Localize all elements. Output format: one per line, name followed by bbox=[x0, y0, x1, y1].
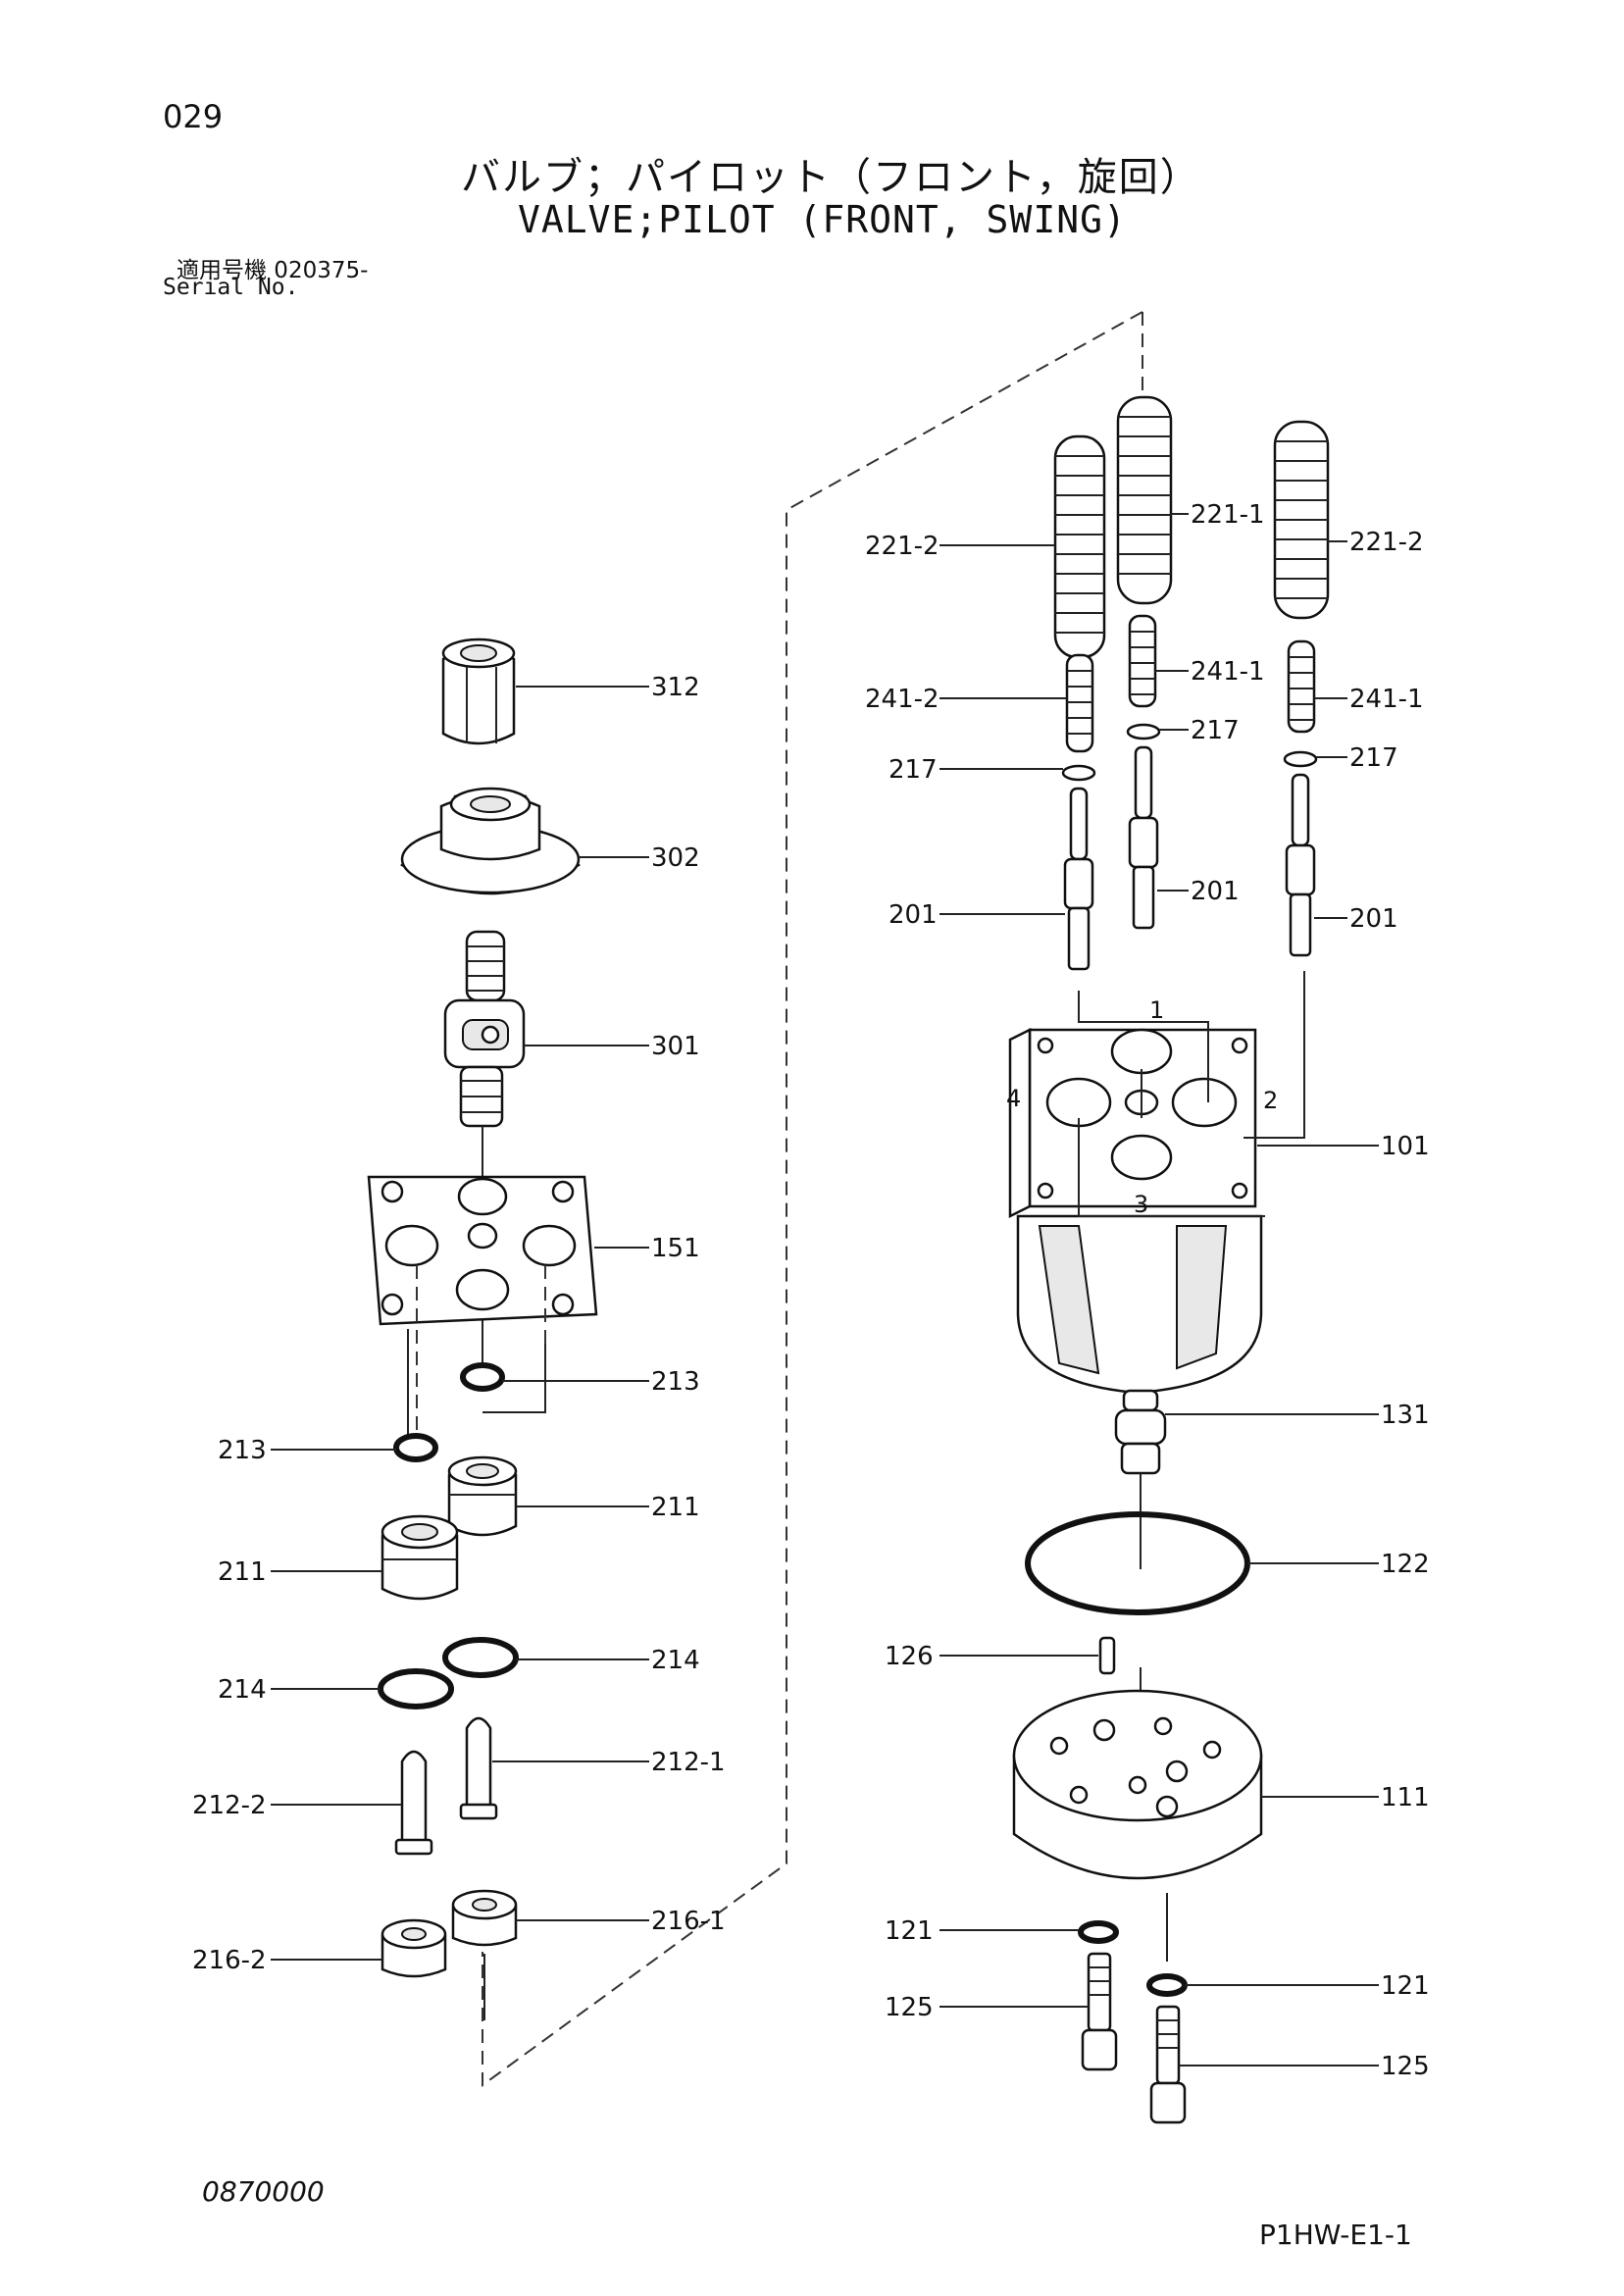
callout-214: 214 bbox=[651, 1646, 700, 1675]
callout-213: 213 bbox=[651, 1367, 700, 1397]
callout-241-1: 241-1 bbox=[1191, 657, 1265, 687]
callout-211: 211 bbox=[651, 1493, 700, 1522]
callout-216-1: 216-1 bbox=[651, 1907, 726, 1936]
part-126-pin bbox=[1098, 1636, 1116, 1675]
part-121-washer bbox=[1078, 1920, 1119, 1944]
part-201-pushrod bbox=[1285, 773, 1316, 957]
callout-217: 217 bbox=[888, 755, 938, 785]
callout-201: 201 bbox=[1191, 877, 1240, 906]
part-213-seal bbox=[460, 1362, 505, 1392]
part-221-2-spring bbox=[1273, 420, 1330, 620]
part-221-2-spring bbox=[1053, 434, 1106, 659]
callout-201: 201 bbox=[888, 900, 938, 930]
part-212-1-spool bbox=[459, 1716, 498, 1820]
part-302-cover bbox=[400, 787, 581, 895]
callout-101: 101 bbox=[1381, 1132, 1430, 1161]
callout-216-2: 216-2 bbox=[192, 1946, 267, 1975]
callout-221-2: 221-2 bbox=[1349, 528, 1424, 557]
callout-214: 214 bbox=[218, 1675, 267, 1705]
sheet-code: P1HW-E1-1 bbox=[1259, 2219, 1412, 2251]
page-title: VALVE;PILOT (FRONT, SWING) bbox=[518, 198, 1127, 241]
guide-line bbox=[1078, 991, 1106, 1023]
callout-122: 122 bbox=[1381, 1550, 1430, 1579]
part-241-2-spring bbox=[1065, 653, 1094, 753]
part-214-o-ring bbox=[378, 1668, 454, 1709]
callout-125: 125 bbox=[1381, 2052, 1430, 2081]
callout-212-2: 212-2 bbox=[192, 1791, 267, 1820]
callout-201: 201 bbox=[1349, 904, 1398, 934]
part-151-plate bbox=[367, 1175, 598, 1326]
part-131-spool bbox=[1114, 1389, 1167, 1475]
part-241-1-spring bbox=[1287, 639, 1316, 734]
part-125-bolt bbox=[1081, 1952, 1118, 2071]
page-number: 029 bbox=[163, 98, 224, 135]
guide-line bbox=[1106, 1021, 1209, 1102]
callout-111: 111 bbox=[1381, 1783, 1430, 1812]
callout-121: 121 bbox=[1381, 1971, 1430, 2001]
callout-241-1: 241-1 bbox=[1349, 685, 1424, 714]
document-code: 0870000 bbox=[202, 2175, 325, 2208]
assembly-flow-line bbox=[482, 311, 1143, 2087]
part-312-nut bbox=[441, 638, 516, 745]
part-121-washer bbox=[1146, 1973, 1188, 1997]
part-216-2-nut bbox=[381, 1918, 447, 1978]
part-122-o-ring bbox=[1025, 1511, 1250, 1615]
part-211-plug bbox=[381, 1514, 459, 1601]
page-title-japanese: バルブ；パイロット（フロント，旋回） bbox=[461, 155, 1201, 200]
part-101-valve-body bbox=[1008, 1027, 1263, 1395]
callout-217: 217 bbox=[1191, 716, 1240, 745]
callout-221-2: 221-2 bbox=[865, 532, 939, 561]
callout-125: 125 bbox=[885, 1993, 934, 2022]
callout-151: 151 bbox=[651, 1234, 700, 1263]
part-216-1-nut bbox=[451, 1889, 518, 1947]
part-211-plug bbox=[447, 1455, 518, 1537]
port-number-3: 3 bbox=[1134, 1191, 1148, 1218]
part-217-washer bbox=[1126, 723, 1161, 740]
guide-line bbox=[482, 1344, 546, 1413]
callout-301: 301 bbox=[651, 1032, 700, 1061]
callout-211: 211 bbox=[218, 1557, 267, 1587]
part-125-bolt bbox=[1149, 2005, 1187, 2124]
leader-lines bbox=[271, 513, 1379, 2066]
port-number-2: 2 bbox=[1263, 1087, 1278, 1114]
part-301-joint bbox=[443, 930, 526, 1128]
port-number-1: 1 bbox=[1149, 996, 1164, 1024]
serial-label: Serial No. bbox=[163, 275, 299, 300]
part-221-1-spring bbox=[1116, 395, 1173, 605]
callout-121: 121 bbox=[885, 1916, 934, 1946]
callout-217: 217 bbox=[1349, 743, 1398, 773]
part-217-washer bbox=[1283, 750, 1318, 768]
part-214-o-ring bbox=[442, 1637, 519, 1678]
callout-213: 213 bbox=[218, 1436, 267, 1465]
part-213-seal bbox=[393, 1433, 438, 1462]
part-111-casing bbox=[1012, 1689, 1263, 1880]
part-212-2-spool bbox=[394, 1750, 433, 1856]
callout-302: 302 bbox=[651, 843, 700, 873]
guide-line bbox=[1078, 1118, 1265, 1217]
callout-131: 131 bbox=[1381, 1401, 1430, 1430]
callout-312: 312 bbox=[651, 673, 700, 702]
callout-221-1: 221-1 bbox=[1191, 500, 1265, 530]
serial-label-japanese: 適用号機 020375- bbox=[177, 258, 369, 283]
guide-line bbox=[1243, 971, 1305, 1139]
callout-241-2: 241-2 bbox=[865, 685, 939, 714]
part-201-pushrod bbox=[1128, 745, 1159, 930]
part-217-washer bbox=[1061, 764, 1096, 782]
callout-126: 126 bbox=[885, 1642, 934, 1671]
part-201-pushrod bbox=[1063, 787, 1094, 971]
callout-212-1: 212-1 bbox=[651, 1748, 726, 1777]
part-241-1-spring bbox=[1128, 614, 1157, 708]
port-number-4: 4 bbox=[1006, 1085, 1021, 1112]
